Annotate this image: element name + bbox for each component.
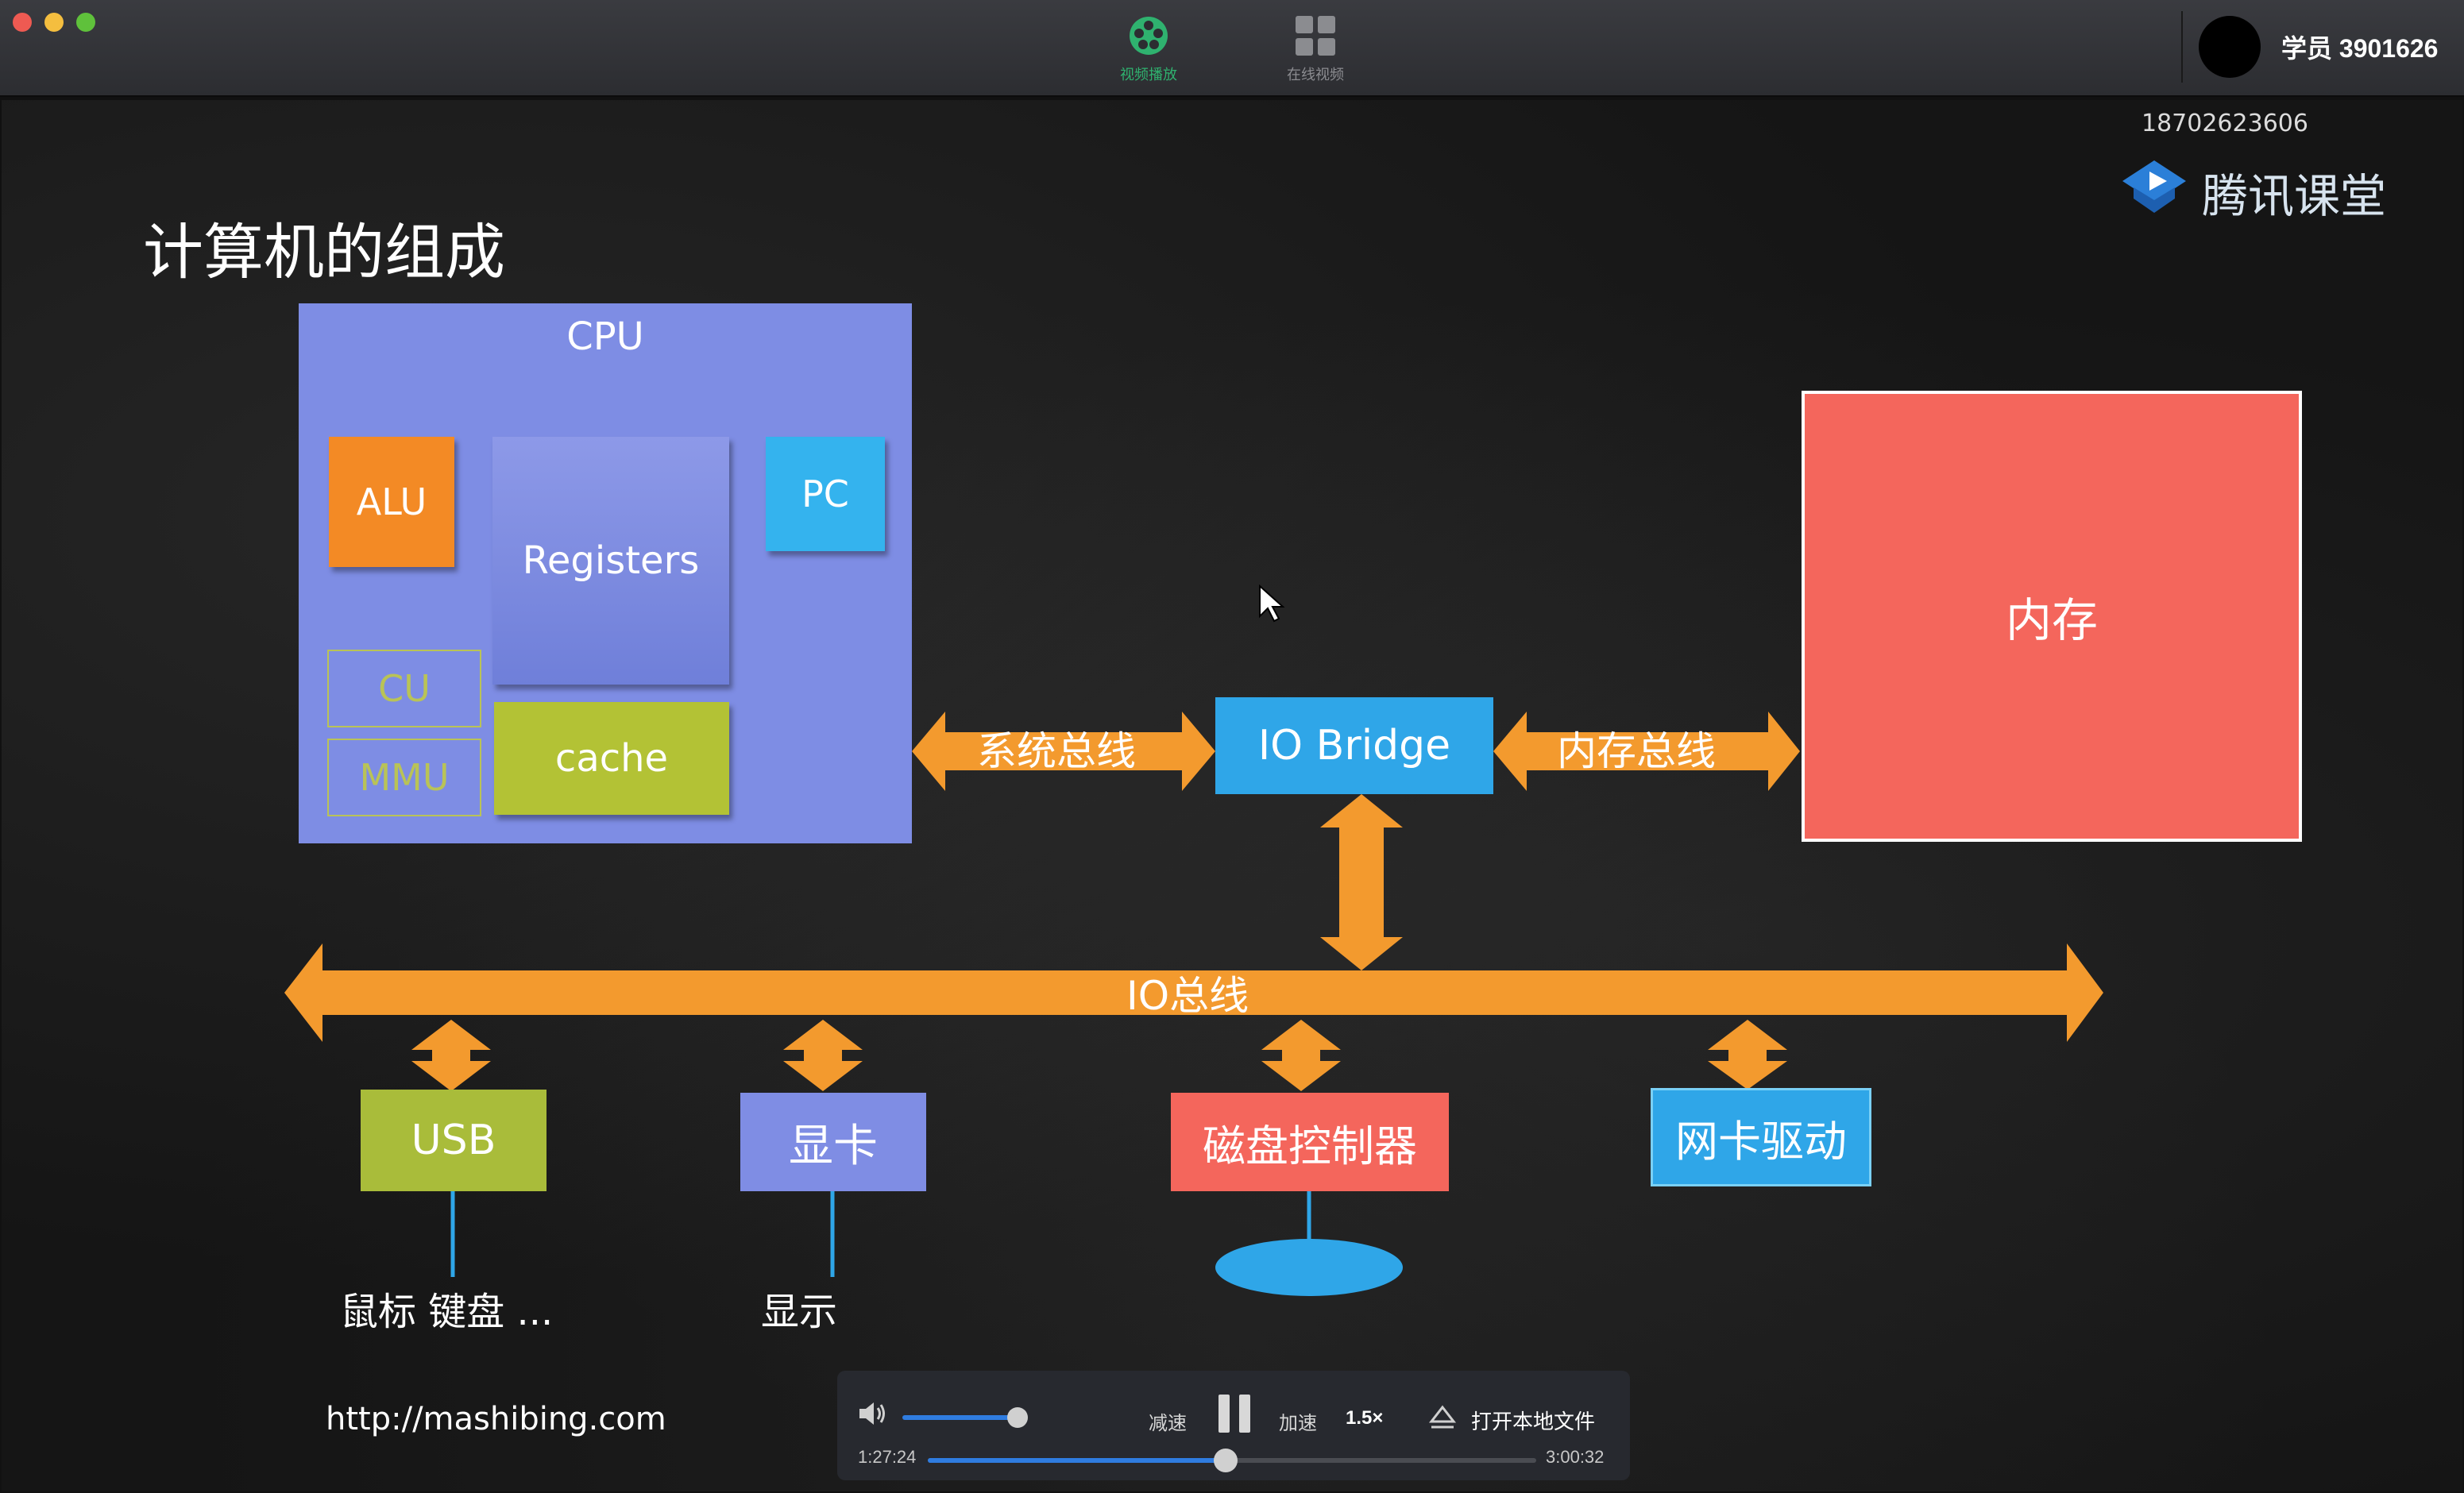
tencent-classroom-logo-icon [2122,160,2186,213]
bus-diagram [284,712,2103,1296]
eject-icon[interactable] [1428,1402,1457,1431]
video-player[interactable]: 计算机的组成 18702623606 腾讯课堂 [2,100,2462,1491]
tab-video-playback[interactable]: 视频播放 [1101,14,1196,86]
title-bar: 视频播放 在线视频 学员 3901626 [0,0,2464,97]
slide-title: 计算机的组成 [143,217,505,287]
cu-box: CU [327,650,481,727]
mmu-box: MMU [327,739,481,816]
pause-button[interactable] [1218,1395,1250,1433]
current-time: 1:27:24 [858,1447,917,1467]
avatar[interactable] [2199,16,2261,78]
display-label: 显示 [761,1290,838,1334]
gpu-box: 显卡 [740,1093,926,1191]
grid-icon [1296,16,1335,56]
io-bus-arrow [284,943,2103,1042]
io-bus-label: IO总线 [1126,973,1249,1019]
progress-fill [928,1458,1222,1463]
nic-driver-box: 网卡驱动 [1651,1088,1871,1186]
volume-slider[interactable] [902,1415,1020,1420]
user-name: 学员 3901626 [2281,34,2439,63]
io-bridge-bus-arrow [1320,794,1403,970]
pc-box: PC [766,437,885,551]
tab-online-video-label: 在线视频 [1287,67,1344,83]
nic-bus-arrow [1708,1020,1787,1090]
io-bridge-box: IO Bridge [1215,697,1493,794]
disk-bus-arrow [1261,1020,1341,1091]
volume-icon[interactable] [856,1398,888,1429]
open-local-file-button[interactable]: 打开本地文件 [1471,1410,1596,1433]
system-bus-label: 系统总线 [977,728,1136,774]
disk-icon [1215,1239,1403,1296]
maximize-window-button[interactable] [76,13,95,32]
registers-box: Registers [492,437,729,685]
faster-button[interactable]: 加速 [1279,1413,1317,1434]
slower-button[interactable]: 减速 [1149,1413,1187,1434]
volume-slider-handle[interactable] [1007,1407,1028,1428]
playback-speed-button[interactable]: 1.5× [1346,1407,1384,1429]
close-window-button[interactable] [13,13,32,32]
usb-box: USB [361,1090,546,1191]
slide-url: http://mashibing.com [326,1401,666,1437]
watermark-phone: 18702623606 [2142,110,2308,137]
gpu-bus-arrow [783,1020,863,1091]
alu-box: ALU [329,437,454,567]
disk-controller-box: 磁盘控制器 [1171,1093,1449,1191]
tab-video-playback-label: 视频播放 [1120,67,1177,83]
memory-bus-arrow [1493,712,1800,791]
divider [2181,11,2183,83]
brand-name: 腾讯课堂 [2202,169,2387,223]
mouse-keyboard-label: 鼠标 键盘 ... [340,1290,554,1334]
film-reel-icon [1130,17,1168,55]
player-controls: 减速 加速 1.5× 打开本地文件 1:27:24 3:00:32 [837,1371,1630,1480]
cache-box: cache [494,702,729,815]
minimize-window-button[interactable] [44,13,64,32]
total-time: 3:00:32 [1546,1447,1605,1467]
tab-online-video[interactable]: 在线视频 [1268,14,1363,86]
usb-bus-arrow [411,1020,491,1091]
cpu-label: CPU [566,314,644,359]
system-bus-arrow [912,712,1215,791]
memory-bus-label: 内存总线 [1557,728,1716,774]
progress-handle[interactable] [1214,1449,1238,1472]
mouse-pointer-icon [1259,584,1285,623]
memory-box: 内存 [1802,391,2302,842]
